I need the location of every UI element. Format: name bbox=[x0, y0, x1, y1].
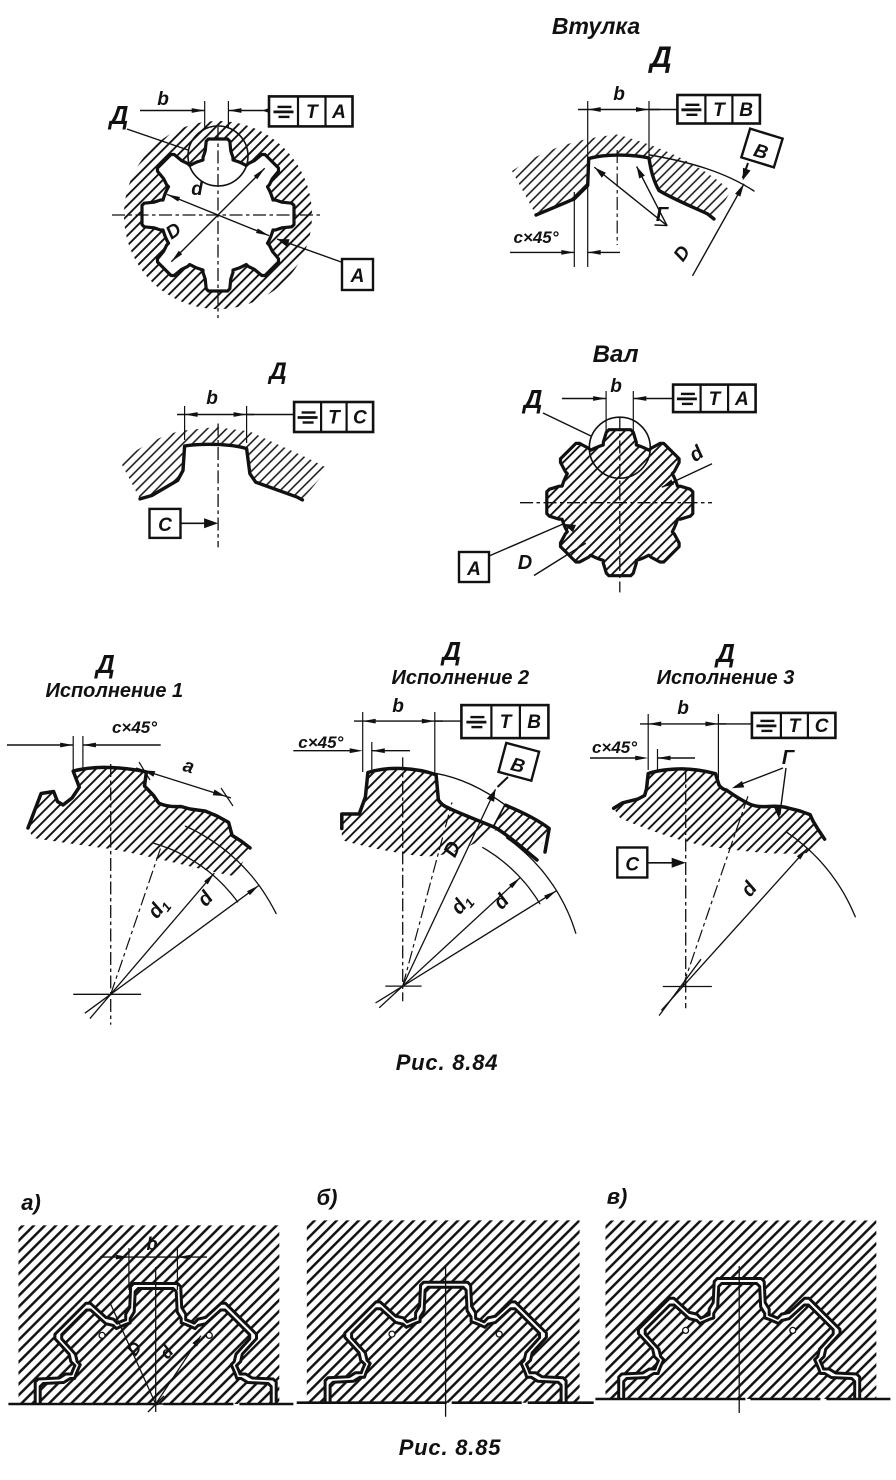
svg-text:Д: Д bbox=[647, 41, 672, 74]
svg-text:Вал: Вал bbox=[593, 341, 639, 368]
svg-text:T: T bbox=[500, 712, 513, 733]
svg-text:D: D bbox=[518, 552, 532, 574]
svg-text:Д: Д bbox=[440, 636, 461, 666]
svg-text:Втулка: Втулка bbox=[552, 13, 641, 39]
svg-text:c×45°: c×45° bbox=[298, 733, 343, 752]
svg-text:Д: Д bbox=[108, 100, 129, 130]
svg-text:b: b bbox=[147, 1234, 158, 1254]
svg-text:B: B bbox=[751, 140, 771, 164]
svg-text:c×45°: c×45° bbox=[592, 738, 637, 757]
svg-text:Д: Д bbox=[522, 384, 543, 414]
svg-text:A: A bbox=[331, 102, 346, 123]
svg-text:A: A bbox=[734, 389, 749, 410]
svg-text:c×45°: c×45° bbox=[513, 228, 558, 247]
svg-text:b: b bbox=[392, 696, 404, 717]
svg-text:в): в) bbox=[607, 1184, 628, 1209]
svg-text:b: b bbox=[613, 84, 625, 105]
svg-text:A: A bbox=[466, 559, 481, 580]
svg-text:Рис. 8.84: Рис. 8.84 bbox=[396, 1050, 499, 1075]
svg-text:b: b bbox=[206, 388, 218, 409]
svg-text:C: C bbox=[353, 408, 367, 429]
svg-text:b: b bbox=[157, 89, 169, 110]
svg-text:b: b bbox=[677, 698, 689, 719]
svg-text:Исполнение 2: Исполнение 2 bbox=[391, 667, 529, 689]
svg-text:T: T bbox=[713, 100, 726, 121]
svg-text:T: T bbox=[306, 102, 319, 123]
svg-text:B: B bbox=[527, 712, 541, 733]
svg-text:T: T bbox=[789, 716, 802, 737]
svg-text:B: B bbox=[739, 100, 753, 121]
svg-text:Д: Д bbox=[267, 358, 286, 385]
svg-text:Г: Г bbox=[782, 747, 796, 769]
svg-text:C: C bbox=[625, 855, 639, 876]
svg-text:Исполнение 3: Исполнение 3 bbox=[657, 667, 795, 689]
svg-text:b: b bbox=[610, 376, 622, 397]
svg-text:а): а) bbox=[21, 1190, 41, 1215]
svg-text:б): б) bbox=[317, 1185, 338, 1210]
svg-text:Д: Д bbox=[714, 638, 735, 668]
svg-text:A: A bbox=[350, 266, 365, 287]
svg-text:B: B bbox=[508, 754, 527, 778]
svg-text:Исполнение 1: Исполнение 1 bbox=[45, 680, 183, 702]
svg-text:T: T bbox=[709, 389, 722, 410]
svg-text:C: C bbox=[815, 716, 829, 737]
svg-text:C: C bbox=[158, 515, 172, 536]
svg-text:Рис. 8.85: Рис. 8.85 bbox=[399, 1435, 502, 1460]
svg-text:d: d bbox=[191, 179, 203, 200]
svg-text:c×45°: c×45° bbox=[112, 718, 157, 737]
svg-text:T: T bbox=[328, 408, 341, 429]
svg-text:Д: Д bbox=[94, 649, 115, 679]
